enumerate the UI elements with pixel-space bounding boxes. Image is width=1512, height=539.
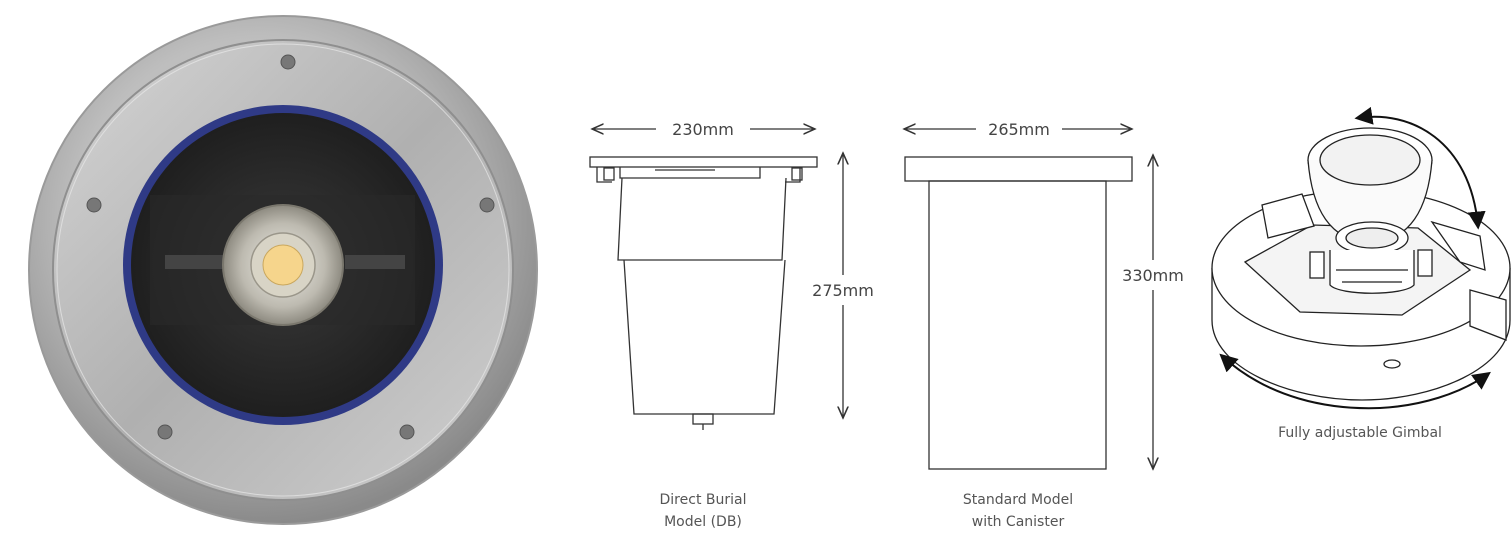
direct-burial-drawing bbox=[589, 129, 843, 430]
led-chip bbox=[262, 244, 304, 286]
bezel-screws bbox=[86, 54, 495, 440]
round-inground-uplight-icon bbox=[28, 15, 538, 525]
std-caption-line1: Standard Model bbox=[963, 492, 1073, 508]
std-height-label: 330mm bbox=[1122, 266, 1184, 285]
db-caption-line2: Model (DB) bbox=[664, 514, 742, 530]
gimbal-drawing-icon bbox=[1211, 106, 1511, 410]
standard-model-drawing bbox=[904, 129, 1153, 469]
db-height-label: 275mm bbox=[812, 281, 874, 300]
gimbal-caption: Fully adjustable Gimbal bbox=[1278, 425, 1442, 441]
std-caption-line2: with Canister bbox=[972, 514, 1065, 530]
db-width-label: 230mm bbox=[672, 120, 734, 139]
db-caption-line1: Direct Burial bbox=[660, 492, 747, 508]
std-width-label: 265mm bbox=[988, 120, 1050, 139]
